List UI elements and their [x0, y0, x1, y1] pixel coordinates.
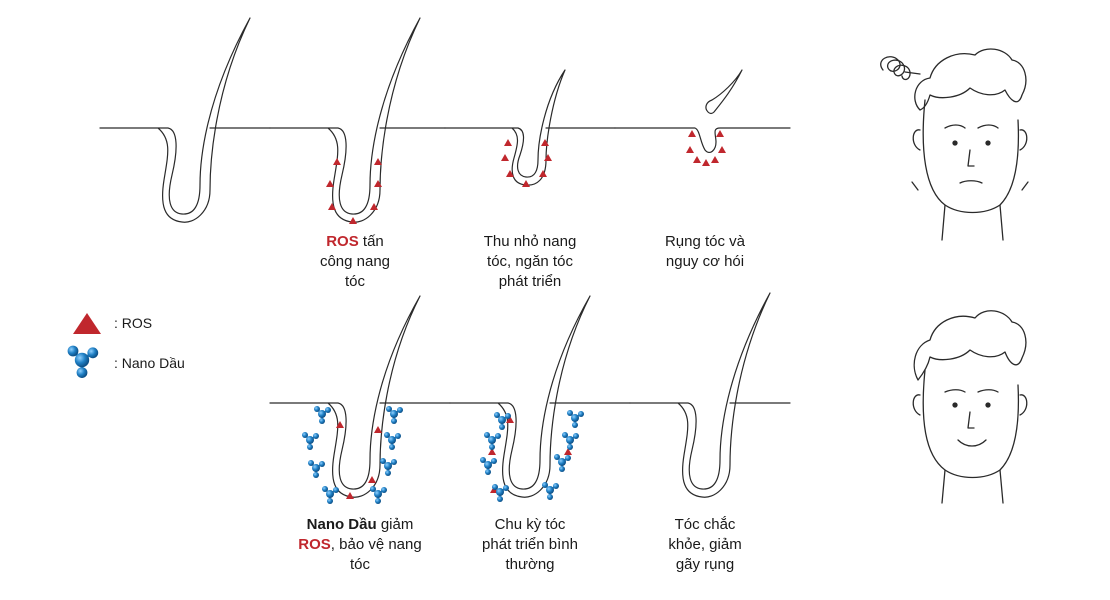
top-follicle-lost [614, 69, 791, 154]
legend-nano-label: : Nano Dầu [114, 355, 185, 371]
worried-face-illustration [880, 48, 1029, 241]
caption-line: gãy rụng [675, 556, 735, 573]
caption-line: , bảo vệ nang [330, 536, 422, 553]
ros-markers-top-2 [501, 139, 552, 187]
caption-line: phát triển [498, 273, 562, 290]
caption-line: thường [505, 556, 555, 573]
top-follicle-healthy [99, 17, 271, 223]
caption-line: tóc, ngăn tóc [487, 253, 573, 270]
caption-line: giảm [376, 516, 414, 533]
caption-strong-hair: Tóc chắc khỏe, giảm gãy rụng [640, 515, 770, 575]
bottom-follicle-normal [449, 295, 631, 498]
caption-normal-cycle: Chu kỳ tóc phát triển bình thường [460, 515, 600, 575]
legend-nano-icon [66, 344, 100, 380]
caption-line: Tóc chắc [674, 516, 736, 533]
bottom-2-particles [479, 409, 585, 503]
caption-line: công nang [319, 253, 391, 270]
caption-follicle-shrink: Thu nhỏ nang tóc, ngăn tóc phát triển [465, 232, 595, 292]
caption-line: nguy cơ hói [665, 253, 745, 270]
caption-line: tóc [344, 273, 365, 290]
caption-hair-loss: Rụng tóc và nguy cơ hói [640, 232, 770, 272]
ros-markers-top-3 [686, 130, 726, 166]
bottom-follicle-strong [629, 292, 791, 498]
nano-highlight: Nano Dầu [306, 516, 377, 533]
caption-line: Rụng tóc và [664, 233, 746, 250]
ros-highlight: ROS [326, 233, 359, 250]
caption-line: khỏe, giảm [668, 536, 742, 553]
legend-ros-icon [73, 313, 101, 334]
bottom-follicle-protected [269, 295, 451, 498]
caption-ros-attack: ROS tấn công nang tóc [295, 232, 415, 292]
top-follicle-attacked [269, 17, 446, 223]
ros-highlight: ROS [298, 536, 331, 553]
top-follicle-shrunk [444, 69, 616, 186]
caption-line: tấn [358, 233, 384, 250]
caption-nano-protect: Nano Dầu giảm ROS, bảo vệ nang tóc [285, 515, 435, 575]
legend-ros-label: : ROS [114, 315, 153, 331]
happy-face-illustration [912, 310, 1028, 504]
caption-line: Thu nhỏ nang [483, 233, 577, 250]
caption-line: Chu kỳ tóc [494, 516, 566, 533]
caption-line: phát triển bình [482, 536, 578, 553]
caption-line: tóc [349, 556, 370, 573]
